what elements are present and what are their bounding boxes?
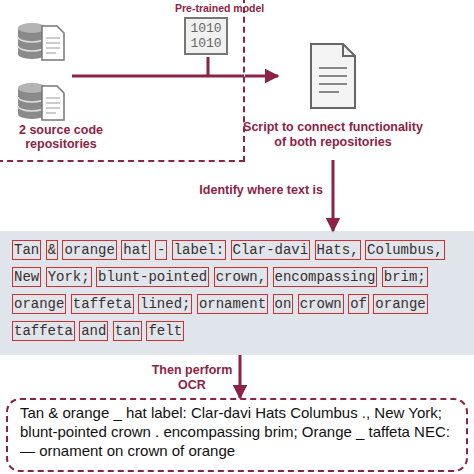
word-box: label:	[174, 242, 224, 258]
script-node: Script to connect functionality of both …	[278, 40, 388, 160]
word-box: crown,	[216, 269, 266, 285]
flow-arrow	[239, 355, 242, 398]
word-box: and	[81, 323, 106, 339]
file-icon	[42, 26, 64, 60]
ocr-output: Tan & orange _ hat label: Clar-davi Hats…	[6, 398, 468, 472]
word-box: York;	[48, 269, 90, 285]
word-box: brim;	[384, 269, 426, 285]
node-label: Script to connect functionality of both …	[238, 120, 428, 150]
file-icon	[42, 86, 64, 120]
word-box: orange	[14, 296, 64, 312]
edge-label: Identify where text is	[168, 183, 323, 198]
word-box: crown	[300, 296, 342, 312]
word-box: tan	[115, 323, 140, 339]
word-box: lined;	[140, 296, 190, 312]
script-page	[311, 44, 355, 108]
word-box: orange	[375, 296, 425, 312]
word-box: encompassing	[275, 269, 376, 285]
page-lines	[319, 68, 347, 92]
file-lines	[46, 98, 60, 113]
word-box: &	[48, 242, 56, 258]
flow-arrow	[245, 75, 278, 78]
word-box: felt	[148, 323, 182, 339]
edge-label: Then perform OCR	[150, 363, 234, 393]
word-box: taffeta	[14, 323, 73, 339]
scanned-label: Tan & orange hat - label: Clar-davi Hats…	[0, 231, 474, 355]
word-box: -	[157, 242, 165, 258]
flow-arrow	[332, 160, 335, 231]
node-label: Tan & orange _ hat label: Clar-davi Hats…	[20, 403, 454, 460]
word-box: on	[275, 296, 292, 312]
word-box: of	[350, 296, 367, 312]
word-box: Columbus,	[367, 242, 443, 258]
word-box: Tan	[14, 242, 39, 258]
repository-icon	[18, 83, 64, 120]
model-box: Pre-trained model 1010 1010	[175, 2, 237, 58]
page-fold	[343, 44, 355, 56]
node-body: 1010 1010	[184, 17, 228, 55]
word-box: blunt-pointed	[98, 269, 207, 285]
word-box: hat	[123, 242, 148, 258]
word-box: New	[14, 269, 39, 285]
word-box: ornament	[199, 296, 266, 312]
scanned-text: Tan & orange hat - label: Clar-davi Hats…	[14, 237, 460, 345]
word-box: Hats,	[317, 242, 359, 258]
node-label: 2 source code repositories	[11, 123, 111, 151]
word-box: Clar-davi	[233, 242, 309, 258]
file-lines	[46, 38, 60, 53]
word-box: taffeta	[73, 296, 132, 312]
repository-icon	[18, 23, 64, 60]
node-label: Pre-trained model	[175, 2, 237, 14]
feed-line	[72, 57, 244, 76]
word-box: orange	[64, 242, 114, 258]
input-group: 2 source code repositories Pre-trained mo…	[0, 0, 245, 162]
script-icon	[311, 44, 355, 108]
